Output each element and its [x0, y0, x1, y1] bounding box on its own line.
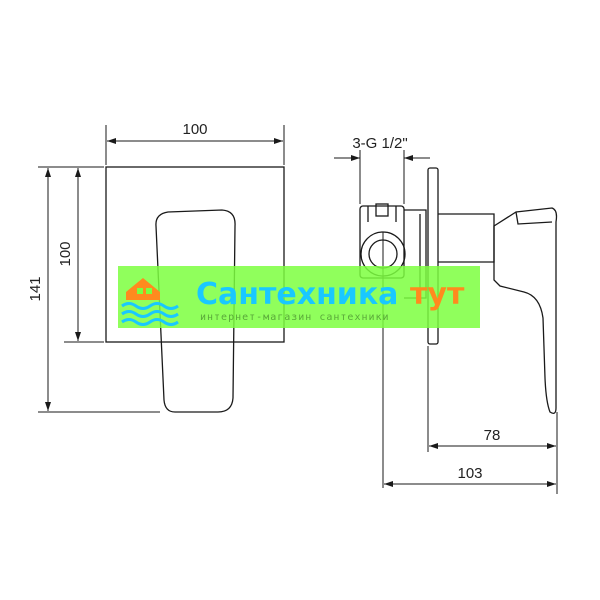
watermark-title-accent: тут [410, 277, 465, 312]
dim-side-long: 103 [457, 465, 482, 482]
watermark-band [118, 266, 480, 328]
side-dimensions [334, 150, 558, 494]
dim-side-short: 78 [484, 427, 501, 444]
watermark-title: Сантехника [196, 277, 398, 312]
dim-left-inner-height: 100 [57, 241, 74, 266]
cover-plate [105, 166, 285, 343]
watermark-subtitle: интернет-магазин сантехники [200, 312, 390, 323]
front-dimensions [38, 125, 285, 413]
watermark: Сантехника тут интернет-магазин сантехни… [118, 266, 480, 328]
dim-left-outer-height: 141 [27, 276, 44, 301]
dim-top-width: 100 [182, 121, 207, 138]
house-waves-icon [121, 278, 179, 326]
side-lever-handle [493, 207, 558, 414]
side-cover-plate [427, 167, 439, 345]
front-lever-handle [155, 209, 236, 413]
dim-thread: 3-G 1/2" [352, 135, 407, 152]
front-view [105, 166, 285, 413]
